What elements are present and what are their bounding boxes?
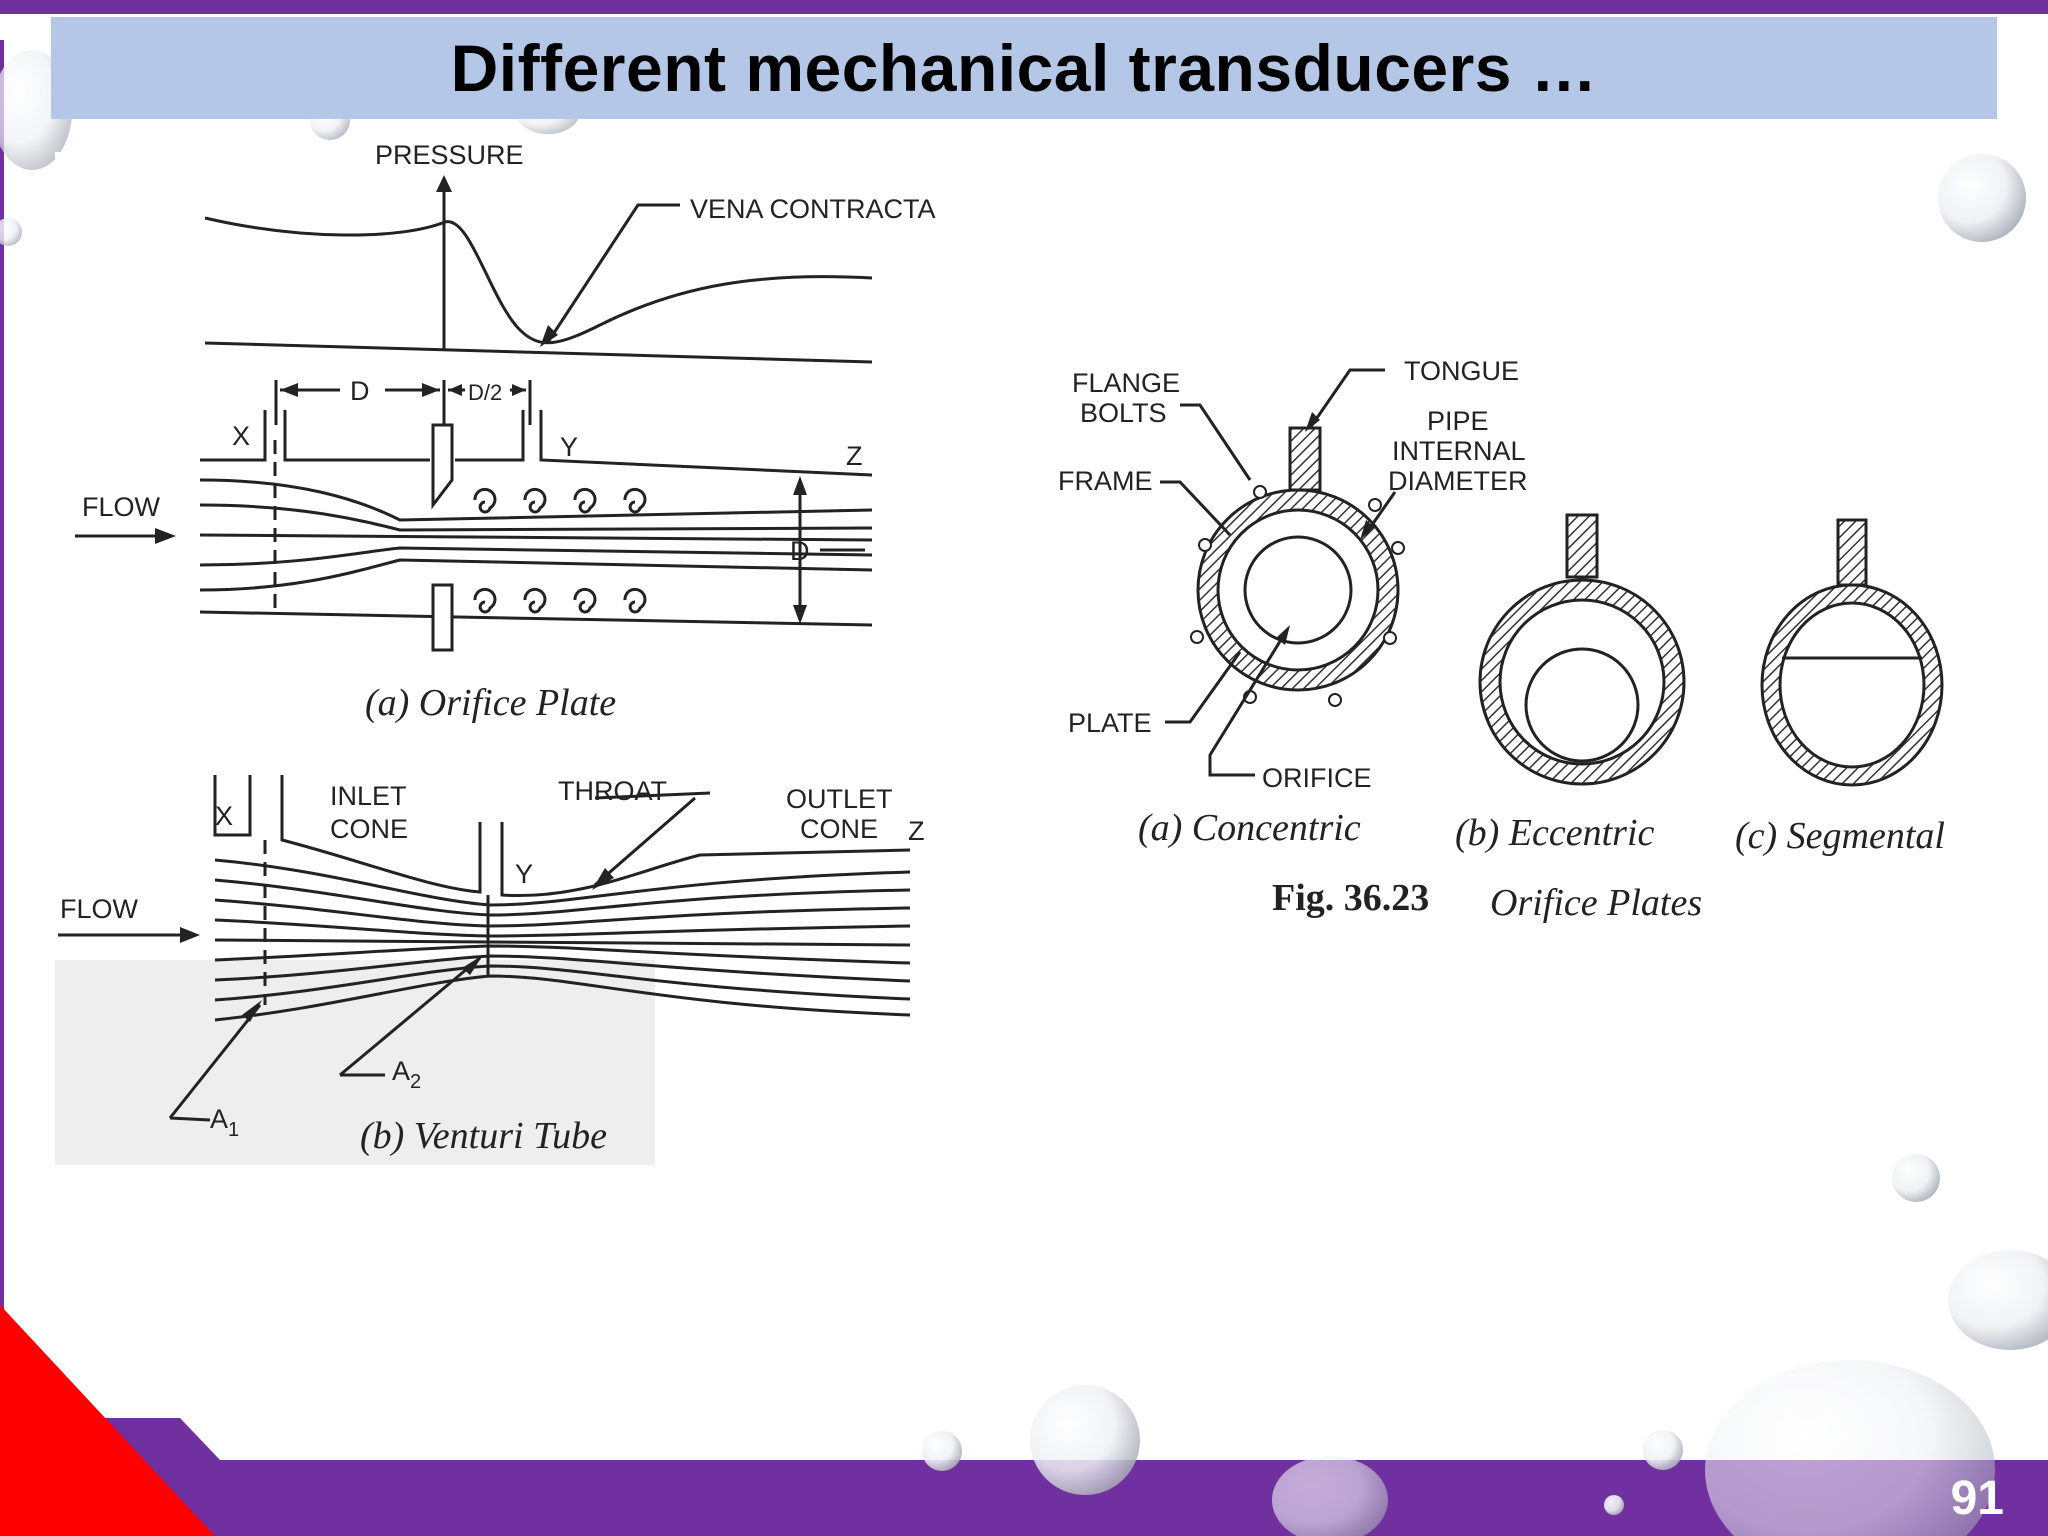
bubble bbox=[1705, 1360, 1995, 1536]
venturi-outlet-line2: CONE bbox=[800, 814, 878, 844]
bubble bbox=[1604, 1495, 1624, 1515]
venturi-tube-diagram bbox=[58, 775, 911, 1122]
venturi-point-y: Y bbox=[515, 859, 533, 889]
figure-number: Fig. 36.23 bbox=[1272, 877, 1429, 919]
pipe-label-line1: PIPE bbox=[1427, 406, 1489, 436]
bubble bbox=[1643, 1430, 1683, 1470]
eccentric-caption: (b) Eccentric bbox=[1455, 812, 1655, 854]
tongue-label: TONGUE bbox=[1404, 356, 1519, 386]
orifice-flow-label: FLOW bbox=[82, 492, 161, 522]
venturi-throat-label: THROAT bbox=[558, 776, 667, 806]
flange-label-line2: BOLTS bbox=[1080, 398, 1167, 428]
venturi-point-z: Z bbox=[908, 816, 925, 846]
orifice-caption: (a) Orifice Plate bbox=[365, 682, 616, 724]
orifice-plates-diagram bbox=[1190, 426, 1944, 787]
frame-label: FRAME bbox=[1058, 466, 1153, 496]
bubble bbox=[1938, 154, 2026, 242]
bubble bbox=[1892, 1154, 1940, 1202]
plate-label: PLATE bbox=[1068, 708, 1152, 738]
bubble bbox=[922, 1431, 962, 1471]
orifice-point-z: Z bbox=[846, 441, 863, 471]
slide-title: Different mechanical transducers … bbox=[450, 31, 1598, 105]
vena-contracta-label: VENA CONTRACTA bbox=[690, 194, 936, 224]
bottom-purple-band bbox=[0, 1418, 2048, 1536]
pressure-label: PRESSURE bbox=[375, 140, 524, 170]
left-purple-edge bbox=[0, 40, 4, 1380]
orifice-point-x: X bbox=[232, 421, 250, 451]
figure-title: Orifice Plates bbox=[1490, 882, 1702, 924]
top-purple-strip bbox=[0, 0, 2048, 14]
venturi-inlet-line2: CONE bbox=[330, 814, 408, 844]
orifice-plates-leaders bbox=[1160, 368, 1397, 777]
pipe-label-line3: DIAMETER bbox=[1388, 466, 1528, 496]
orifice-point-y: Y bbox=[560, 432, 578, 462]
page-number: 91 bbox=[1950, 1472, 2004, 1525]
venturi-outlet-line1: OUTLET bbox=[786, 784, 893, 814]
orifice-pipe-d: D bbox=[790, 536, 810, 566]
bubble bbox=[0, 218, 22, 246]
orifice-plate-diagram bbox=[75, 175, 873, 652]
bubble bbox=[1948, 1250, 2048, 1350]
venturi-caption: (b) Venturi Tube bbox=[360, 1115, 607, 1157]
bubble bbox=[1272, 1456, 1388, 1536]
orifice-dim-d: D bbox=[350, 376, 370, 406]
venturi-a2-label: A2 bbox=[392, 1056, 421, 1093]
bubble bbox=[1030, 1385, 1140, 1495]
venturi-a1-label: A1 bbox=[210, 1104, 239, 1141]
concentric-caption: (a) Concentric bbox=[1138, 807, 1361, 849]
red-triangle bbox=[0, 1305, 215, 1536]
venturi-inlet-line1: INLET bbox=[330, 781, 407, 811]
pipe-label-line2: INTERNAL bbox=[1392, 436, 1526, 466]
orifice-label: ORIFICE bbox=[1262, 763, 1372, 793]
flange-label-line1: FLANGE bbox=[1072, 368, 1180, 398]
segmental-caption: (c) Segmental bbox=[1735, 815, 1945, 857]
venturi-point-x: X bbox=[215, 801, 233, 831]
venturi-flow-label: FLOW bbox=[60, 894, 139, 924]
title-bar: Different mechanical transducers … bbox=[51, 17, 1997, 119]
orifice-dim-d2: D/2 bbox=[468, 380, 502, 405]
